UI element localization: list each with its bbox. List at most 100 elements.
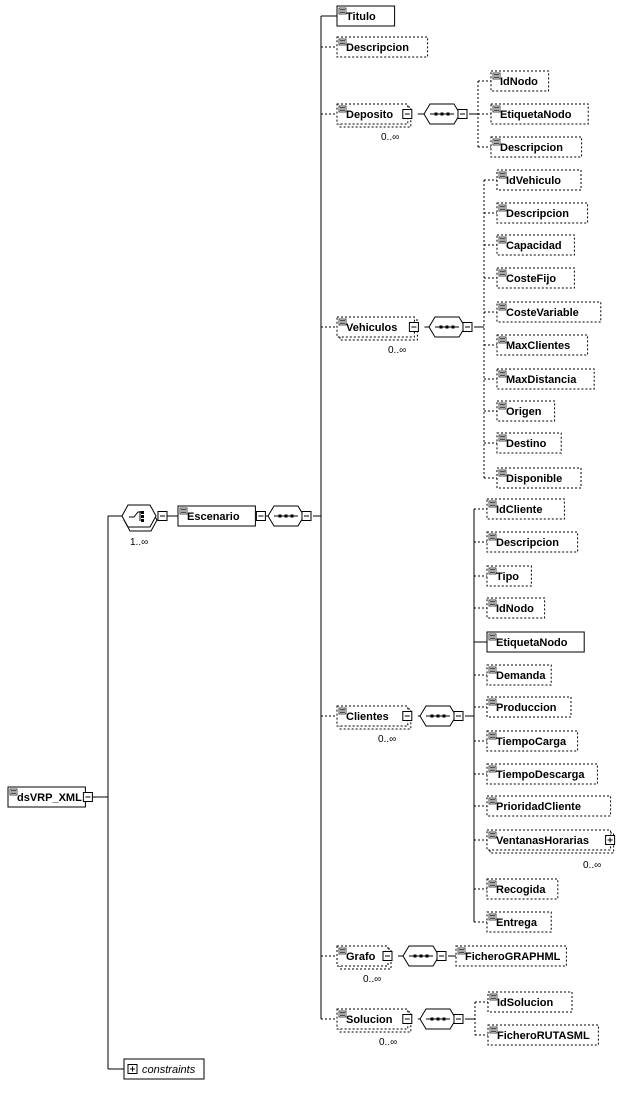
child-element[interactable]: IdSolucion [487, 991, 573, 1013]
element-label: Deposito [346, 109, 393, 121]
element-icon [488, 797, 497, 805]
collapse-icon[interactable] [402, 109, 413, 119]
element-label: EtiquetaNodo [496, 637, 568, 649]
sequence-compositor[interactable] [419, 705, 464, 727]
element-label: Entrega [496, 917, 538, 929]
element-label: Demanda [496, 670, 546, 682]
element-icon [488, 913, 497, 921]
child-element[interactable]: Recogida [486, 878, 559, 900]
collapse-icon[interactable] [408, 322, 419, 332]
element-label: Origen [506, 406, 542, 418]
collapse-icon[interactable] [453, 1014, 464, 1024]
element-label: TiempoDescarga [496, 769, 585, 781]
element-icon [498, 236, 507, 244]
child-element[interactable]: IdVehiculo [496, 169, 582, 191]
element-label: Recogida [496, 884, 546, 896]
element-label: FicheroRUTASML [497, 1030, 590, 1042]
element-icon [498, 336, 507, 344]
element-label: IdNodo [500, 76, 538, 88]
child-element[interactable]: CosteFijo [496, 267, 575, 289]
child-element[interactable]: TiempoDescarga [486, 763, 598, 785]
child-element[interactable]: FicheroRUTASML [487, 1024, 599, 1046]
element-icon [488, 880, 497, 888]
element-label: Produccion [496, 702, 557, 714]
collapse-icon[interactable] [82, 792, 93, 802]
clientes-element[interactable]: Clientes [336, 705, 413, 730]
child-element[interactable]: Entrega [486, 911, 552, 933]
sequence-compositor[interactable] [419, 1008, 464, 1030]
element-icon [457, 947, 466, 955]
child-element[interactable]: MaxDistancia [496, 368, 595, 390]
child-element[interactable]: Descripcion [496, 202, 589, 224]
element-icon [338, 105, 347, 113]
occurrence-label: 0..∞ [363, 974, 381, 985]
element-icon [338, 318, 347, 326]
root-element-dsvrp-xml[interactable]: dsVRP_XML [7, 786, 86, 808]
element-label: Descripcion [346, 42, 409, 54]
collapse-icon[interactable] [462, 322, 473, 332]
collapse-icon[interactable] [382, 951, 393, 961]
child-element[interactable]: FicheroGRAPHML [455, 945, 567, 967]
collapse-icon[interactable] [457, 109, 468, 119]
deposito-element[interactable]: Deposito [336, 103, 413, 128]
collapse-icon[interactable] [402, 711, 413, 721]
grafo-element[interactable]: Grafo [336, 945, 393, 970]
occurrence-label: 0..∞ [381, 132, 399, 143]
child-element[interactable]: CosteVariable [496, 301, 602, 323]
expand-icon[interactable] [605, 835, 616, 845]
child-element[interactable]: VentanasHorarias [486, 829, 616, 854]
constraints-node[interactable]: constraints [123, 1058, 205, 1080]
collapse-icon[interactable] [436, 951, 447, 961]
child-element[interactable]: IdNodo [486, 597, 546, 619]
element-icon [498, 269, 507, 277]
vehiculos-element[interactable]: Vehiculos [336, 316, 419, 341]
child-element[interactable]: EtiquetaNodo [490, 103, 589, 125]
child-element[interactable]: PrioridadCliente [486, 795, 612, 817]
child-element[interactable]: TiempoCarga [486, 730, 579, 752]
element-icon [488, 831, 497, 839]
child-element[interactable]: Origen [496, 400, 556, 422]
element-icon [338, 38, 347, 46]
child-element[interactable]: Tipo [486, 565, 532, 587]
descripcion-element[interactable]: Descripcion [336, 36, 429, 58]
element-icon [498, 370, 507, 378]
sequence-compositor[interactable] [428, 316, 473, 338]
element-icon [338, 7, 347, 15]
child-element[interactable]: Capacidad [496, 234, 575, 256]
occurrence-label: 0..∞ [379, 1037, 397, 1048]
child-element[interactable]: EtiquetaNodo [486, 631, 585, 653]
child-element[interactable]: Descripcion [490, 136, 583, 158]
child-element[interactable]: IdCliente [486, 498, 565, 520]
element-label: VentanasHorarias [496, 835, 589, 847]
child-element[interactable]: Produccion [486, 696, 572, 718]
sequence-compositor[interactable] [402, 945, 447, 967]
expand-icon[interactable] [127, 1064, 138, 1074]
element-label: MaxClientes [506, 340, 570, 352]
element-label: EtiquetaNodo [500, 109, 572, 121]
element-label: IdCliente [496, 504, 542, 516]
solucion-element[interactable]: Solucion [336, 1008, 413, 1033]
child-element[interactable]: IdNodo [490, 70, 550, 92]
child-element[interactable]: Destino [496, 432, 562, 454]
sequence-compositor[interactable] [423, 103, 468, 125]
collapse-icon[interactable] [453, 711, 464, 721]
child-element[interactable]: Descripcion [486, 531, 579, 553]
occurrence-label: 1..∞ [130, 537, 148, 548]
collapse-icon[interactable] [255, 511, 266, 521]
collapse-icon[interactable] [402, 1014, 413, 1024]
collapse-icon[interactable] [301, 511, 312, 521]
titulo-element[interactable]: Titulo [336, 5, 396, 27]
element-label: dsVRP_XML [17, 792, 82, 804]
child-element[interactable]: MaxClientes [496, 334, 589, 356]
child-element[interactable]: Demanda [486, 664, 552, 686]
collapse-icon[interactable] [157, 511, 168, 521]
element-icon [488, 633, 497, 641]
child-element[interactable]: Disponible [496, 467, 582, 489]
choice-compositor[interactable] [121, 504, 168, 532]
element-label: FicheroGRAPHML [465, 951, 561, 963]
element-icon [492, 105, 501, 113]
escenario-element[interactable]: Escenario [177, 505, 256, 527]
element-label: Descripcion [500, 142, 563, 154]
element-icon [488, 732, 497, 740]
sequence-compositor[interactable] [267, 505, 312, 527]
